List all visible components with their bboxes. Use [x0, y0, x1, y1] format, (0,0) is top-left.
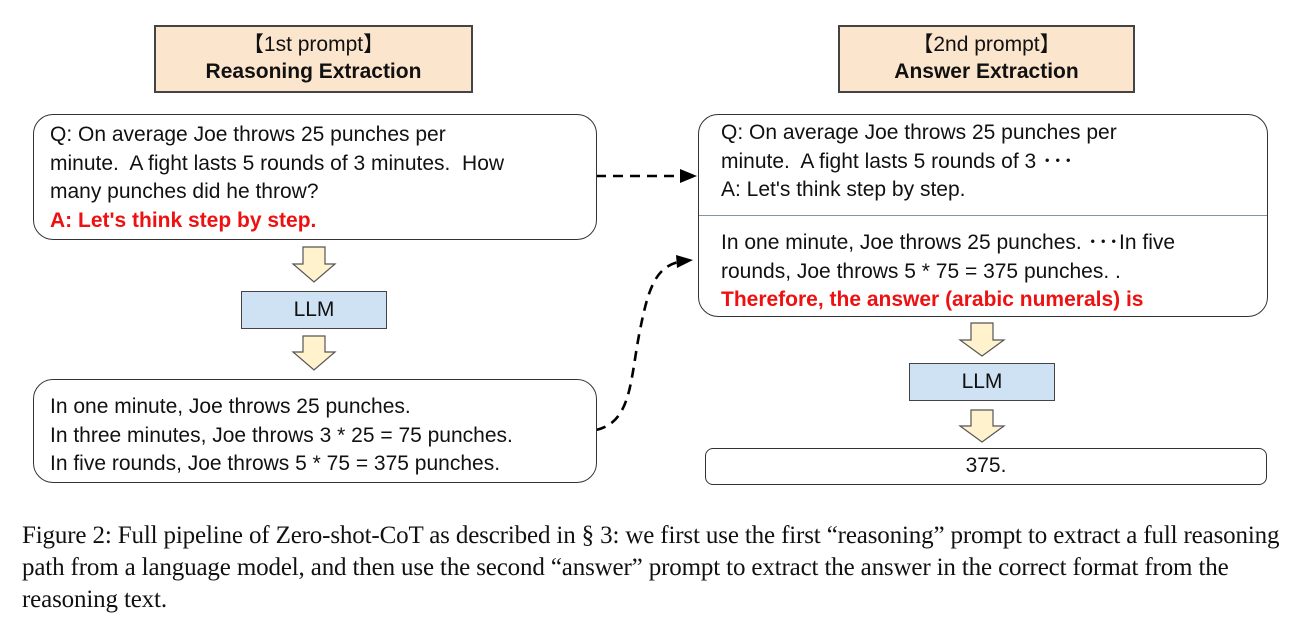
dashed-arrow-input-to-prompt2	[596, 169, 697, 183]
prompt2-trigger: Therefore, the answer (arabic numerals) …	[721, 288, 1144, 311]
prompt2-input-line: minute. A fight lasts 5 rounds of 3 ･･･	[721, 149, 1074, 173]
prompt1-trigger: A: Let's think step by step.	[50, 208, 317, 232]
prompt1-llm-box: LLM	[241, 291, 387, 329]
prompt1-title: Reasoning Extraction	[205, 60, 422, 83]
prompt2-reasoning-line: In one minute, Joe throws 25 punches. ･･…	[721, 231, 1176, 254]
dashed-arrow-reasoning-to-prompt2	[595, 255, 693, 432]
prompt1-output-box: In one minute, Joe throws 25 punches. In…	[33, 379, 597, 483]
prompt1-header: 【1st prompt】 Reasoning Extraction	[154, 25, 473, 93]
figure-caption: Figure 2: Full pipeline of Zero-shot-CoT…	[22, 522, 1280, 613]
down-arrow-icon	[958, 322, 1006, 357]
section-divider	[699, 215, 1267, 216]
prompt1-input-line: minute. A fight lasts 5 rounds of 3 minu…	[50, 151, 505, 175]
reasoning-line: In three minutes, Joe throws 3 * 25 = 75…	[50, 423, 513, 447]
prompt1-input-line: many punches did he throw?	[50, 180, 319, 203]
prompt2-header: 【2nd prompt】 Answer Extraction	[838, 25, 1135, 93]
prompt2-question-section: Q: On average Joe throws 25 punches per …	[699, 115, 1267, 215]
prompt2-reasoning-line: rounds, Joe throws 5 * 75 = 375 punches.…	[721, 259, 1121, 283]
prompt2-title: Answer Extraction	[894, 60, 1079, 83]
prompt1-input-box: Q: On average Joe throws 25 punches per …	[33, 114, 597, 240]
prompt2-tag: 【2nd prompt】	[912, 33, 1061, 56]
down-arrow-icon	[291, 246, 337, 283]
prompt2-input-line: Q: On average Joe throws 25 punches per	[721, 121, 1117, 144]
down-arrow-icon	[958, 409, 1006, 443]
prompt2-input-line: A: Let's think step by step.	[721, 178, 966, 201]
reasoning-line: In one minute, Joe throws 25 punches.	[50, 395, 411, 418]
down-arrow-icon	[291, 335, 337, 371]
prompt2-input-box: Q: On average Joe throws 25 punches per …	[698, 114, 1268, 317]
answer-box: 375.	[705, 448, 1267, 485]
prompt1-tag: 【1st prompt】	[242, 33, 385, 56]
reasoning-line: In five rounds, Joe throws 5 * 75 = 375 …	[50, 452, 501, 475]
prompt2-reasoning-section: In one minute, Joe throws 25 punches. ･･…	[699, 216, 1267, 315]
prompt1-input-line: Q: On average Joe throws 25 punches per	[50, 123, 446, 146]
prompt2-llm-box: LLM	[909, 363, 1055, 401]
